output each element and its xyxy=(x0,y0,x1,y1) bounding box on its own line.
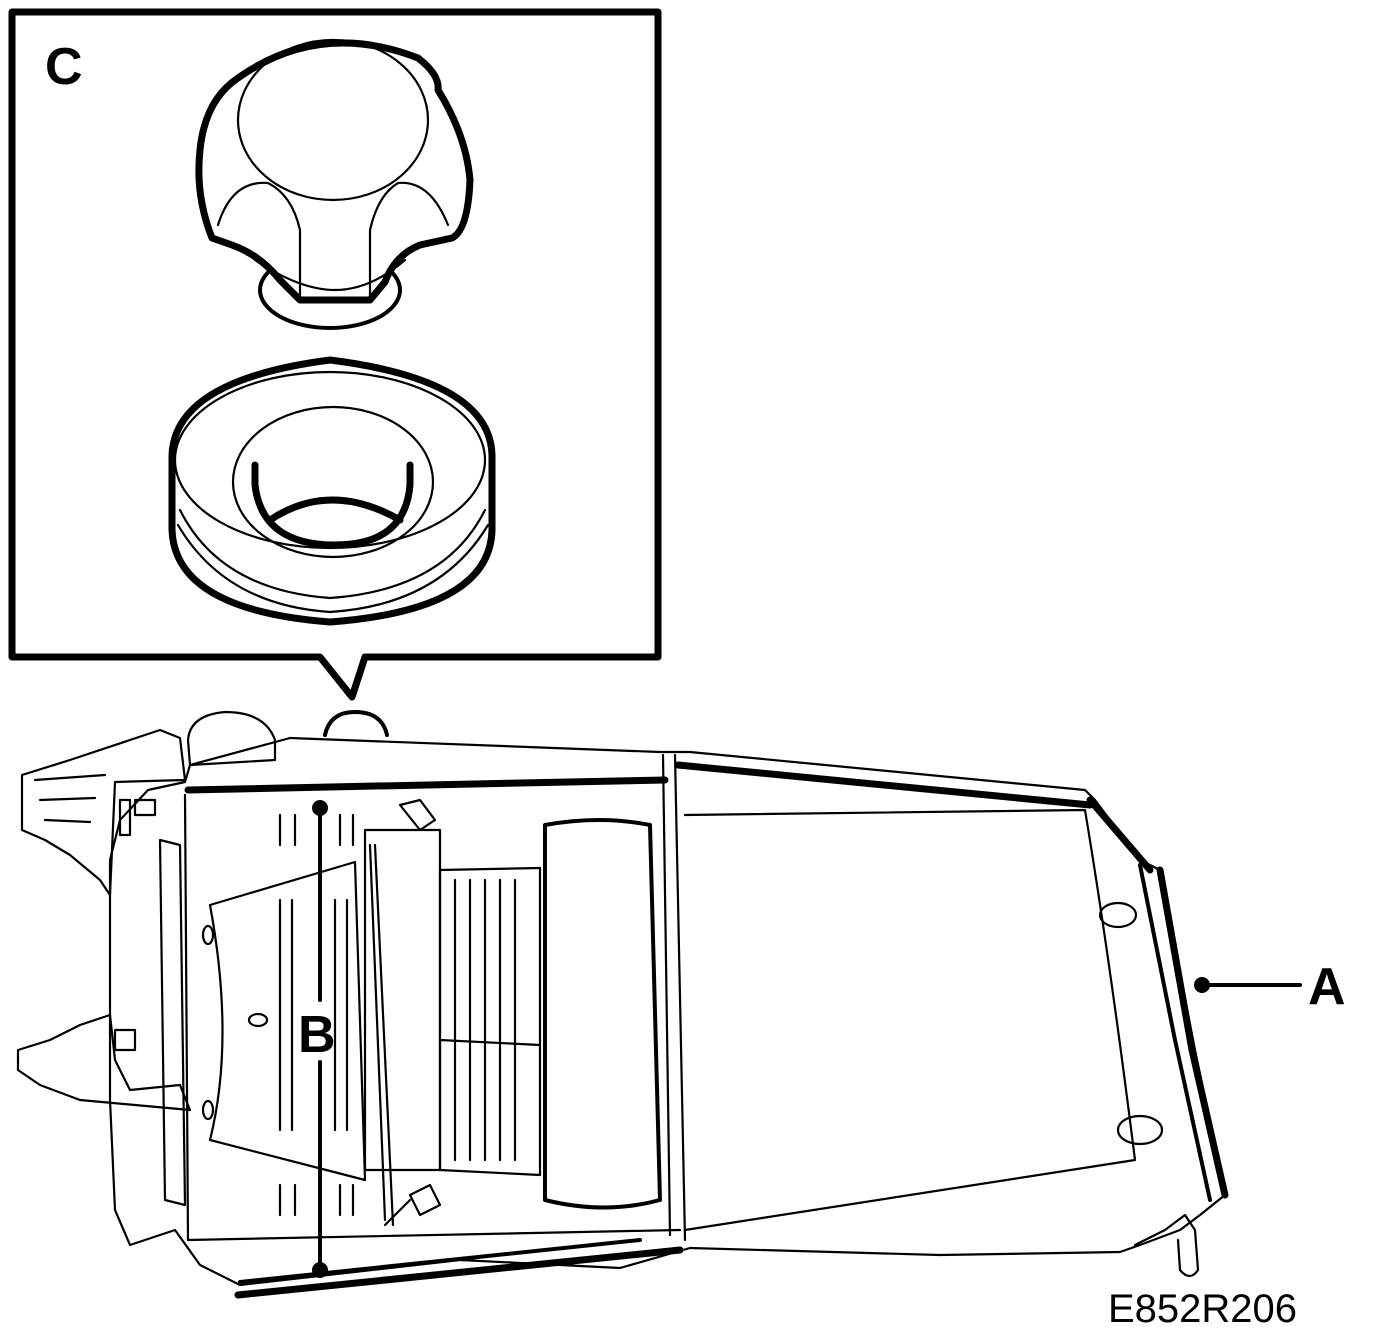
grommet-drawing xyxy=(168,356,496,626)
seat-frame-drawing xyxy=(16,710,1229,1299)
label-c: C xyxy=(45,38,83,96)
label-a: A xyxy=(1308,958,1346,1016)
detail-c-callout xyxy=(8,8,662,701)
label-b: B xyxy=(298,1006,336,1064)
figure-id: E852R206 xyxy=(1108,1287,1297,1331)
leader-a xyxy=(1194,977,1302,993)
knob-drawing xyxy=(195,38,474,330)
leader-b xyxy=(312,800,328,1278)
